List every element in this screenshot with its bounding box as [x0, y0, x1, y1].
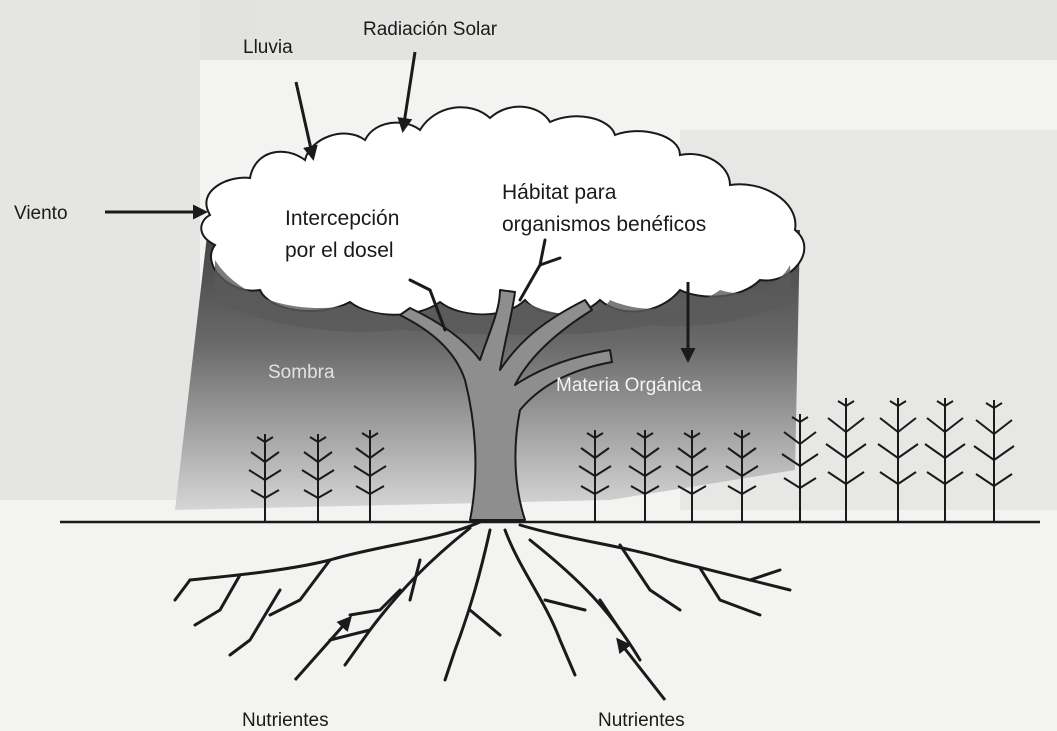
corn-plant — [825, 398, 867, 522]
nutrients-left-label: Nutrientes — [242, 710, 329, 731]
rain-arrow — [294, 81, 318, 161]
habitat-label-line2: organismos benéficos — [502, 213, 706, 236]
interception-label-line2: por el dosel — [285, 239, 394, 262]
corn-plant — [725, 430, 759, 522]
canopy-shadow — [215, 260, 792, 335]
organic-matter-label: Materia Orgánica — [556, 375, 702, 396]
canopy — [200, 105, 806, 316]
corn-plant — [877, 398, 919, 522]
nutrients-left-arrow — [293, 615, 352, 681]
nutrients-right-arrow — [616, 637, 667, 701]
corn-plant — [675, 430, 709, 522]
corn-plant — [973, 400, 1015, 522]
corn-plant — [578, 430, 612, 522]
roots — [173, 520, 792, 682]
interception-label-line1: Intercepción — [285, 207, 399, 230]
wind-label: Viento — [14, 203, 68, 224]
corn-plant — [781, 414, 819, 522]
corn-plant — [353, 430, 387, 522]
corn-plant — [248, 434, 282, 522]
habitat-label-line1: Hábitat para — [502, 181, 617, 204]
corn-plant — [628, 430, 662, 522]
rain-label: Lluvia — [243, 37, 293, 58]
crops-left — [248, 430, 387, 522]
arrows — [105, 51, 696, 701]
corn-plant — [301, 434, 335, 522]
corn-plant — [924, 398, 966, 522]
crops-right — [578, 398, 1015, 522]
nutrients-right-label: Nutrientes — [598, 710, 685, 731]
solar-arrow — [397, 51, 417, 133]
shade-label: Sombra — [268, 362, 335, 383]
solar-label: Radiación Solar — [363, 19, 498, 40]
tree — [399, 238, 613, 521]
